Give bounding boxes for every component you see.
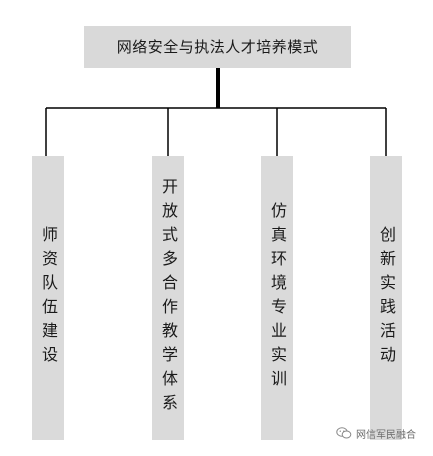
diagram-title: 网络安全与执法人才培养模式	[84, 26, 351, 68]
branch-box-1: 师资队伍建设	[32, 156, 64, 440]
branch-label-1: 师资队伍建设	[39, 226, 58, 370]
watermark: 网信军民融合	[336, 424, 430, 442]
branch-label-4: 创新实践活动	[377, 226, 396, 370]
wechat-icon	[336, 427, 352, 439]
branch-box-3: 仿真环境专业实训	[261, 156, 293, 440]
branch-box-4: 创新实践活动	[370, 156, 402, 440]
branch-label-3: 仿真环境专业实训	[268, 202, 287, 394]
branch-box-2: 开放式多合作教学体系	[152, 156, 184, 440]
watermark-text: 网信军民融合	[356, 429, 416, 441]
branch-label-2: 开放式多合作教学体系	[159, 178, 178, 418]
